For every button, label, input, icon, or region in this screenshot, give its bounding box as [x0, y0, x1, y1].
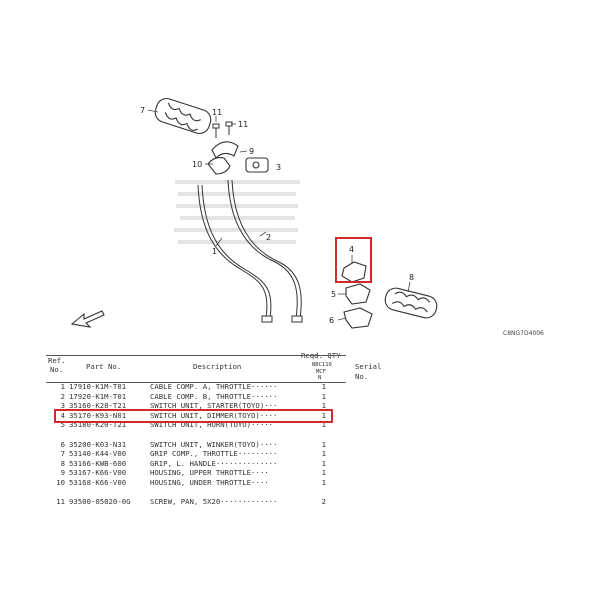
callout-10: 10: [192, 160, 202, 169]
header-qty-col: N: [318, 375, 322, 381]
table-row: 3 35160-K28-T21 SWITCH UNIT, STARTER(TOY…: [46, 401, 391, 411]
parts-table: Ref. No. Part No. Description Reqd. QTY …: [46, 350, 391, 507]
row-qty: 2: [321, 497, 326, 507]
row-qty: 1: [321, 401, 326, 411]
header-serial-no: Serial No.: [355, 362, 382, 381]
row-part-no: 17910-K1M-T01: [69, 382, 127, 391]
table-row: 5 35180-K20-T21 SWITCH UNIT, HORN(TOYO)·…: [46, 420, 391, 430]
row-part-no: 35160-K28-T21: [69, 401, 127, 411]
row-part-no: 53166-KWB-600: [69, 458, 127, 468]
callout-1: 1: [212, 247, 217, 256]
row-ref: 11: [56, 497, 65, 507]
throttle-housing-parts: [207, 141, 269, 175]
row-description: SWITCH UNIT, DIMMER(TOYO)····: [150, 410, 278, 420]
callout-7: 7: [140, 106, 145, 115]
row-ref: 8: [60, 458, 65, 468]
row-qty: 1: [321, 391, 326, 401]
callout-3: 3: [276, 163, 281, 172]
callout-11: 11: [212, 108, 222, 117]
row-qty: 1: [321, 439, 326, 449]
callout-4: 4: [349, 245, 354, 254]
row-part-no: 35200-K03-N31: [69, 439, 127, 449]
table-row: 1 17910-K1M-T01 CABLE COMP. A, THROTTLE·…: [46, 382, 391, 392]
header-qty-model: NBC110: [312, 362, 332, 368]
row-part-no: 93500-05020-0G: [69, 497, 131, 507]
row-ref: 5: [60, 420, 65, 430]
row-ref: 1: [60, 382, 65, 391]
callout-11: 11: [238, 120, 248, 129]
screw-parts: [212, 121, 233, 138]
row-ref: 6: [60, 439, 65, 449]
table-row: 8 53166-KWB-600 GRIP, L. HANDLE·········…: [46, 459, 391, 469]
row-part-no: 35180-K20-T21: [69, 420, 127, 430]
diagram-watermark: [174, 180, 300, 244]
row-part-no: 35170-K93-N01: [69, 410, 127, 420]
row-ref: 9: [60, 468, 65, 478]
row-description: HOUSING, UNDER THROTTLE····: [150, 477, 269, 487]
header-description: Description: [193, 362, 242, 371]
header-ref-line2: No.: [50, 365, 64, 374]
row-part-no: 53168-K66-V00: [69, 477, 127, 487]
row-ref: 4: [60, 410, 65, 420]
row-description: GRIP COMP., THROTTLE·········: [150, 449, 278, 459]
table-row: 6 35200-K03-N31 SWITCH UNIT, WINKER(TOYO…: [46, 440, 391, 450]
row-qty: 1: [321, 382, 326, 391]
row-qty: 1: [321, 420, 326, 430]
table-header-rule: [46, 382, 346, 383]
header-part-no: Part No.: [86, 362, 122, 371]
header-qty-sub: MCF: [316, 369, 326, 375]
row-qty: 1: [321, 468, 326, 478]
table-row: 10 53168-K66-V00 HOUSING, UNDER THROTTLE…: [46, 478, 391, 488]
row-qty: 1: [321, 449, 326, 459]
row-4-highlight: [54, 409, 333, 423]
row-description: CABLE COMP. B, THROTTLE······: [150, 391, 278, 401]
table-row-highlighted: 4 35170-K93-N01 SWITCH UNIT, DIMMER(TOYO…: [46, 411, 391, 421]
switch-unit-parts: [341, 261, 373, 329]
left-handle-grip-part: [384, 287, 438, 319]
callout-6: 6: [329, 316, 334, 325]
row-description: GRIP, L. HANDLE··············: [150, 458, 278, 468]
row-description: HOUSING, UPPER THROTTLE····: [150, 468, 269, 478]
row-description: SWITCH UNIT, STARTER(TOYO)···: [150, 401, 278, 411]
throttle-cable-parts: [197, 179, 303, 323]
table-top-rule: [46, 355, 346, 356]
row-qty: 1: [321, 458, 326, 468]
callout-9: 9: [249, 147, 254, 156]
row-ref: 3: [60, 401, 65, 411]
throttle-grip-part: [154, 97, 212, 135]
row-qty: 1: [321, 410, 326, 420]
row-ref: 2: [60, 391, 65, 401]
row-description: SWITCH UNIT, WINKER(TOYO)····: [150, 439, 278, 449]
table-row: 11 93500-05020-0G SCREW, PAN, 5X20······…: [46, 497, 391, 507]
figure-code: C8NG7D4006: [503, 330, 544, 337]
header-ref-line1: Ref.: [48, 356, 66, 365]
row-description: SCREW, PAN, 5X20·············: [150, 497, 278, 507]
callout-2: 2: [266, 233, 271, 242]
callout-8: 8: [409, 273, 414, 282]
row-description: SWITCH UNIT, HORN(TOYO)·····: [150, 420, 274, 430]
parts-exploded-diagram: 7 11 11 9 10 3 2 1 4 5 6 8 C8NG7D4006: [70, 97, 544, 337]
row-part-no: 53140-K44-V00: [69, 449, 127, 459]
callout-4-highlight: [335, 237, 372, 283]
direction-arrow-icon: [70, 310, 105, 328]
callout-5: 5: [331, 290, 336, 299]
row-description: CABLE COMP. A, THROTTLE······: [150, 382, 278, 391]
row-ref: 10: [56, 477, 65, 487]
callout-leader-lines: [147, 109, 411, 321]
row-ref: 7: [60, 449, 65, 459]
row-qty: 1: [321, 477, 326, 487]
table-row: 9 53167-K66-V00 HOUSING, UPPER THROTTLE·…: [46, 468, 391, 478]
table-row: 2 17920-K1M-T01 CABLE COMP. B, THROTTLE·…: [46, 392, 391, 402]
row-part-no: 53167-K66-V00: [69, 468, 127, 478]
table-row: 7 53140-K44-V00 GRIP COMP., THROTTLE····…: [46, 449, 391, 459]
row-part-no: 17920-K1M-T01: [69, 391, 127, 401]
